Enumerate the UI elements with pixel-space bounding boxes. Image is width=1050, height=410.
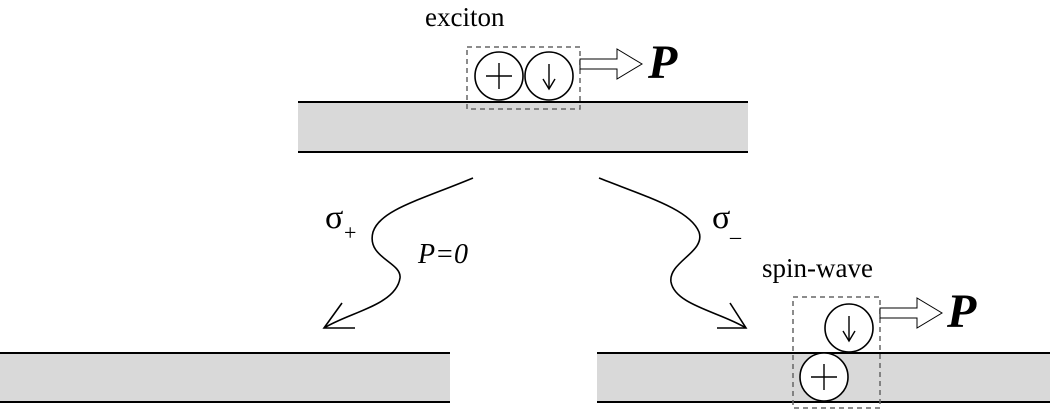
- hole-particle: [474, 51, 524, 101]
- momentum-label-top: P: [647, 36, 678, 89]
- top-layer: [298, 101, 748, 153]
- exciton-dashed-box: [466, 46, 581, 110]
- spin-wave-label: spin-wave: [762, 253, 873, 283]
- momentum-arrow-icon: [879, 297, 943, 329]
- spin-wave-hole: [799, 352, 849, 402]
- arrowhead-icon: [322, 302, 355, 329]
- electron-particle: [524, 51, 574, 101]
- bottom-left-layer: [0, 352, 450, 403]
- sigma-minus-subscript: _: [729, 216, 742, 241]
- spin-wave-electron: [824, 303, 874, 353]
- sigma-plus-label: σ: [325, 199, 343, 236]
- photon-wave-sigma-minus: [598, 177, 747, 329]
- momentum-label-bottom: P: [946, 285, 977, 338]
- arrowhead-icon: [717, 302, 748, 329]
- photon-wave-sigma-plus: [323, 177, 474, 329]
- sigma-plus-subscript: +: [344, 220, 356, 245]
- momentum-arrow-icon: [579, 48, 643, 80]
- p-zero-label: P=0: [417, 239, 468, 270]
- exciton-label: exciton: [425, 2, 505, 32]
- sigma-minus-label: σ: [712, 199, 730, 236]
